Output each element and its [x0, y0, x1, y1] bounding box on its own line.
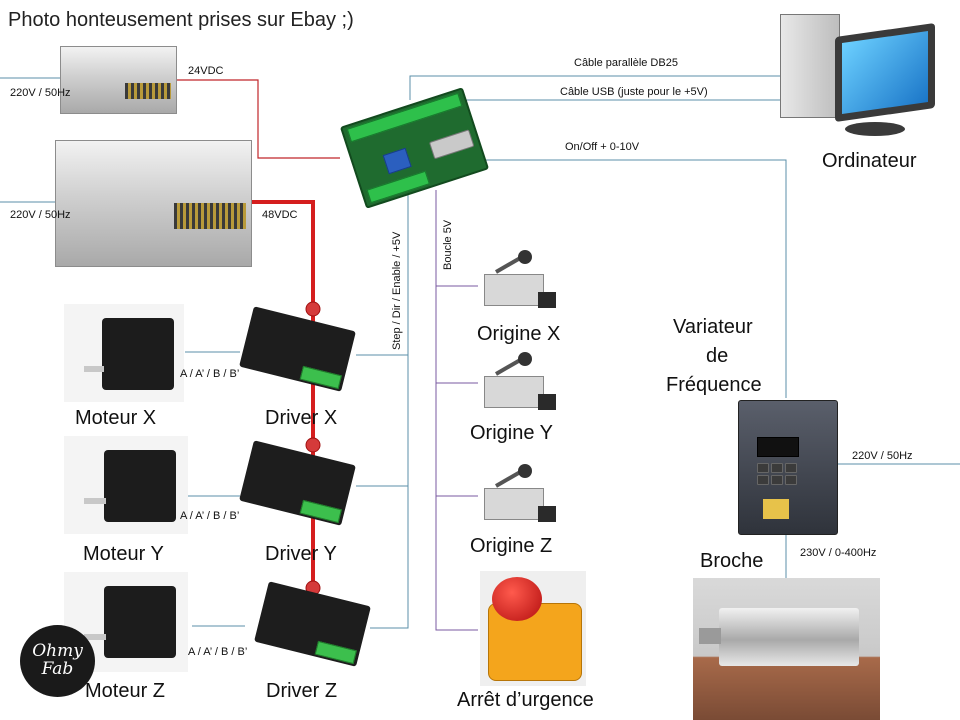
emergency-stop-photo	[480, 571, 586, 686]
driver-y-label: Driver Y	[265, 543, 337, 565]
motor-x-photo	[64, 304, 184, 402]
vfd-label-line3: Fréquence	[666, 374, 762, 396]
computer-monitor	[835, 22, 935, 123]
motor-z-label: Moteur Z	[85, 680, 166, 702]
motor-x-label: Moteur X	[75, 407, 157, 429]
motor-y-photo	[64, 436, 188, 534]
origin-z-label: Origine Z	[470, 535, 553, 557]
limit-switch-y	[478, 350, 558, 420]
cable-usb-label: Câble USB (juste pour le +5V)	[560, 86, 708, 98]
vfd-label-line1: Variateur	[673, 316, 753, 338]
step-dir-label: Step / Dir / Enable / +5V	[391, 231, 403, 350]
origin-x-label: Origine X	[477, 323, 561, 345]
driver-x-label: Driver X	[265, 407, 338, 429]
abab-z-label: A / A’ / B / B’	[188, 646, 248, 658]
abab-x-label: A / A’ / B / B’	[180, 368, 240, 380]
cable-onoff-label: On/Off + 0-10V	[565, 141, 640, 153]
monitor-stand	[845, 122, 905, 136]
cable-db25-label: Câble parallèle DB25	[574, 57, 678, 69]
wire-48vdc	[250, 200, 315, 590]
psu2-output-label: 48VDC	[262, 209, 298, 221]
psu1-output-label: 24VDC	[188, 65, 224, 77]
limit-switch-z	[478, 462, 558, 532]
wire-onoff	[478, 159, 787, 398]
wire-db25	[409, 75, 780, 100]
vfd-label-line2: de	[706, 345, 729, 367]
spindle-photo	[693, 578, 880, 720]
vfd-unit	[738, 400, 838, 535]
junction-driver-x	[305, 301, 321, 317]
logo-line1: Ohmy	[32, 641, 83, 661]
wire-limit	[435, 190, 478, 631]
computer-tower	[780, 14, 840, 118]
abab-y-label: A / A’ / B / B’	[180, 510, 240, 522]
wire-usb	[419, 99, 780, 113]
page-title: Photo honteusement prises sur Ebay ;)	[8, 9, 354, 31]
vfd-input-label: 220V / 50Hz	[852, 450, 913, 462]
motor-y-label: Moteur Y	[83, 543, 164, 565]
spindle-label: Broche	[700, 550, 764, 572]
power-supply-48v	[55, 140, 252, 267]
computer-label: Ordinateur	[822, 150, 917, 172]
psu1-input-label: 220V / 50Hz	[10, 87, 71, 99]
estop-label: Arrêt d’urgence	[457, 689, 594, 711]
power-supply-24v	[60, 46, 177, 114]
psu2-input-label: 220V / 50Hz	[10, 209, 71, 221]
spindle-output-label: 230V / 0-400Hz	[800, 547, 877, 559]
limit-switch-x	[478, 248, 558, 318]
origin-y-label: Origine Y	[470, 422, 554, 444]
wire-24vdc	[175, 79, 340, 159]
driver-z-label: Driver Z	[266, 680, 338, 702]
junction-driver-y	[305, 437, 321, 453]
ohmyfab-logo: Ohmy Fab	[20, 625, 95, 697]
logo-line2: Fab	[41, 659, 74, 679]
wire-step-dir	[370, 175, 409, 629]
boucle-5v-label: Boucle 5V	[442, 219, 454, 270]
